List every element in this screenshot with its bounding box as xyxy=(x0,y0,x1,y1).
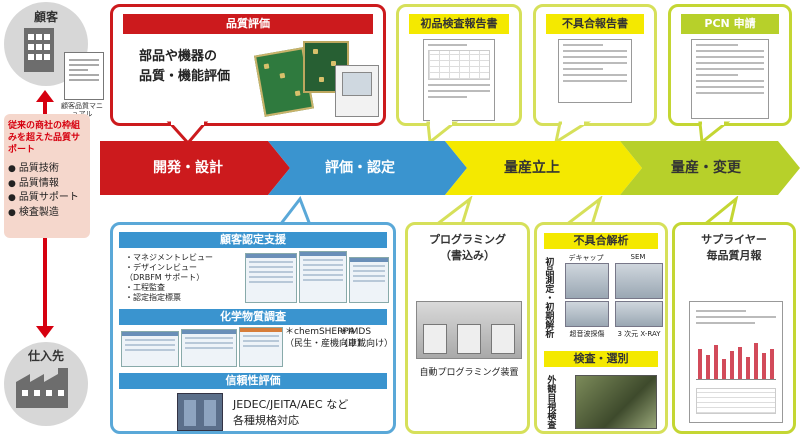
ultrasonic-caption: 超音波探傷 xyxy=(569,330,605,338)
inspection-title: 検査・選別 xyxy=(544,351,658,367)
certification-items: ・マネジメントレビュー ・デザインレビュー （DRBFM サポート） ・工程監査… xyxy=(125,253,213,303)
supplier-node: 仕入先 xyxy=(4,342,88,426)
inspection-photo xyxy=(575,375,657,429)
review-document-image xyxy=(299,251,347,303)
supplier-report-box: サプライヤー 毎品質月報 xyxy=(672,222,796,434)
customer-node: 顧客 xyxy=(4,2,88,86)
first-article-report-box: 初品検査報告書 xyxy=(396,4,522,126)
cert-item: ・マネジメントレビュー xyxy=(125,253,213,262)
defect-analysis-title: 不具合解析 xyxy=(544,233,658,249)
stage-arrow-yellow xyxy=(445,141,642,195)
visual-inspection-label: 外観目視検査 xyxy=(545,375,556,429)
stage-label-development: 開発・設計 xyxy=(153,160,223,176)
xray-caption: 3 次元 X-RAY xyxy=(617,330,661,338)
stage-label-evaluation: 評価・認定 xyxy=(325,160,395,176)
support-list: 品質技術 品質情報 品質サポート 検査製造 xyxy=(8,162,86,220)
report-document-image xyxy=(558,39,632,103)
pcn-title: PCN 申請 xyxy=(681,14,779,34)
programming-title: プログラミング （書込み） xyxy=(415,232,520,264)
chemical-survey-title: 化学物質調査 xyxy=(119,309,387,325)
stage-arrow-red xyxy=(100,141,290,195)
quality-evaluation-title: 品質評価 xyxy=(123,14,373,34)
customer-certification-box: 顧客認定支援 ・マネジメントレビュー ・デザインレビュー （DRBFM サポート… xyxy=(110,222,396,434)
stage-label-mass-production-start: 量産立上 xyxy=(504,160,560,176)
support-item: 品質技術 xyxy=(8,162,86,177)
quality-evaluation-box: 品質評価 部品や機器の 品質・機能評価 xyxy=(110,4,386,126)
reliability-line-2: 各種規格対応 xyxy=(233,413,299,427)
support-item: 検査製造 xyxy=(8,206,86,221)
manual-document-icon xyxy=(64,52,104,100)
programming-caption: 自動プログラミング装置 xyxy=(419,368,519,378)
report-document-image xyxy=(423,39,495,121)
stage-label-mass-production-change: 量産・変更 xyxy=(671,160,741,176)
programming-equipment-image xyxy=(416,301,522,359)
cert-item: ・認定指定標票 xyxy=(125,293,181,302)
support-item: 品質サポート xyxy=(8,191,86,206)
eval-line-1: 部品や機器の xyxy=(139,49,218,64)
report-chart-image xyxy=(696,336,776,380)
report-document-image xyxy=(691,39,769,119)
cert-item: （DRBFM サポート） xyxy=(125,273,205,282)
ultrasonic-equipment-image xyxy=(565,301,609,327)
sem-equipment-image xyxy=(615,263,663,299)
process-banner: 開発・設計 評価・認定 量産立上 量産・変更 xyxy=(100,137,800,199)
eval-line-2: 品質・機能評価 xyxy=(139,69,231,85)
xray-equipment-image xyxy=(615,301,663,327)
programming-title-line-2: （書込み） xyxy=(440,249,495,262)
test-equipment-image xyxy=(335,65,379,117)
defect-analysis-box: 不具合解析 初品測定・初期解析 デキャップ SEM 超音波探傷 3 次元 X-R… xyxy=(534,222,668,434)
programming-box: プログラミング （書込み） 自動プログラミング装置 xyxy=(405,222,530,434)
initial-analysis-label: 初品測定・初期解析 xyxy=(543,257,554,338)
programming-title-line-1: プログラミング xyxy=(429,233,506,246)
factory-icon xyxy=(16,368,68,408)
cert-item: ・デザインレビュー xyxy=(125,263,197,272)
review-document-image xyxy=(245,253,297,303)
reliability-line-1: JEDEC/JEITA/AEC など xyxy=(233,398,349,411)
imds-screen-image xyxy=(239,327,283,367)
defect-report-box: 不具合報告書 xyxy=(533,4,657,126)
imds-name: ＊IMDS xyxy=(339,327,372,337)
supplier-report-title-line-1: サプライヤー xyxy=(701,233,767,246)
support-item: 品質情報 xyxy=(8,177,86,192)
imds-target: （車載向け） xyxy=(339,338,394,349)
first-article-title: 初品検査報告書 xyxy=(409,14,509,34)
imds-label: ＊IMDS （車載向け） xyxy=(339,327,393,350)
building-icon xyxy=(24,28,54,72)
process-arrows xyxy=(100,141,800,195)
chemsherpa-target: （民生・産機向け） xyxy=(285,338,367,349)
decap-caption: デキャップ xyxy=(568,254,604,262)
stage-arrow-green xyxy=(620,141,800,195)
supplier-report-title-line-2: 毎品質月報 xyxy=(706,249,762,262)
monthly-report-document-image xyxy=(689,301,783,423)
chemsherpa-name: ＊chemSHERPA xyxy=(285,327,355,337)
supplier-label: 仕入先 xyxy=(27,349,64,363)
defect-report-title: 不具合報告書 xyxy=(546,14,644,34)
top-callout-tails xyxy=(166,120,731,146)
sem-caption: SEM xyxy=(630,253,646,261)
reliability-chamber-image xyxy=(177,393,223,431)
cert-item: ・工程監査 xyxy=(125,283,165,292)
customer-label: 顧客 xyxy=(33,10,58,24)
stage-arrow-blue xyxy=(268,141,467,195)
quality-evaluation-text: 部品や機器の 品質・機能評価 xyxy=(139,47,230,87)
supplier-report-title: サプライヤー 毎品質月報 xyxy=(682,232,786,264)
pcn-request-box: PCN 申請 xyxy=(668,4,792,126)
chemsherpa-screen-image xyxy=(121,331,179,367)
quality-support-box: 従来の商社の枠組みを超えた品質サポート 品質技術 品質情報 品質サポート 検査製… xyxy=(4,114,90,238)
customer-certification-title: 顧客認定支援 xyxy=(119,232,387,248)
review-document-image xyxy=(349,257,389,303)
reliability-evaluation-title: 信頼性評価 xyxy=(119,373,387,389)
reliability-standards-text: JEDEC/JEITA/AEC など 各種規格対応 xyxy=(233,397,348,429)
decap-equipment-image xyxy=(565,263,609,299)
support-title: 従来の商社の枠組みを超えた品質サポート xyxy=(8,121,81,156)
chemsherpa-label: ＊chemSHERPA （民生・産機向け） xyxy=(285,327,366,350)
chemsherpa-screen-image xyxy=(181,329,237,367)
